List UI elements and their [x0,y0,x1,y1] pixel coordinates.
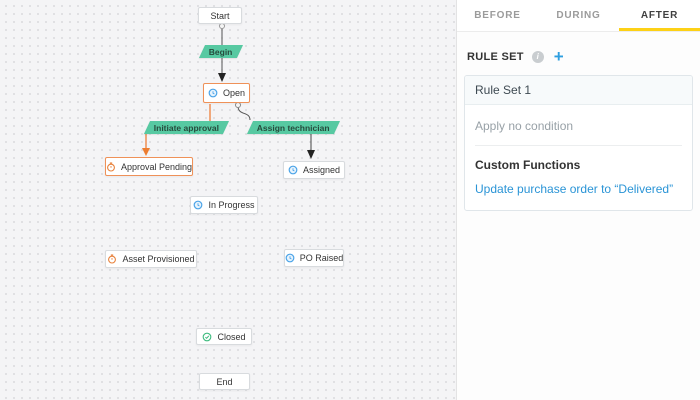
node-label: In Progress [208,200,255,210]
stopwatch-icon [107,254,117,264]
ruleset-card-title[interactable]: Rule Set 1 [465,76,692,105]
custom-function-link[interactable]: Update purchase order to “Delivered” [475,182,674,196]
trigger-tabs: BEFORE DURING AFTER [457,0,700,32]
transition-begin[interactable]: Begin [198,45,243,58]
transition-label: Assign technician [257,122,330,133]
transition-initiate-approval[interactable]: Initiate approval [143,121,230,134]
node-open[interactable]: Open [203,83,250,103]
node-label: Start [210,10,230,21]
node-start[interactable]: Start [198,7,242,24]
tab-before[interactable]: BEFORE [474,10,521,21]
node-label: Closed [217,331,246,342]
clock-icon [288,165,298,175]
clock-icon [208,88,218,98]
tab-after[interactable]: AFTER [619,0,700,31]
rules-panel: BEFORE DURING AFTER RULE SET i + Rule Se… [456,0,700,400]
node-label: Open [222,88,246,98]
ruleset-card: Rule Set 1 Apply no condition Custom Fun… [464,75,693,211]
node-in-progress[interactable]: In Progress [190,196,258,214]
check-circle-icon [202,332,212,342]
node-po-raised[interactable]: PO Raised [284,249,344,267]
node-assigned[interactable]: Assigned [283,161,345,179]
stopwatch-icon [106,161,116,172]
node-approval-pending[interactable]: Approval Pending [105,157,193,176]
condition-text: Apply no condition [475,119,574,133]
node-label: Approval Pending [120,161,193,172]
ruleset-card-body: Apply no condition Custom Functions Upda… [465,105,692,210]
ruleset-title: RULE SET [467,50,524,63]
add-ruleset-icon[interactable]: + [553,47,564,66]
info-icon[interactable]: i [531,50,544,63]
workflow-canvas[interactable]: Begin Initiate approval Assign technicia… [0,0,456,400]
tab-during[interactable]: DURING [556,10,601,21]
custom-functions-heading: Custom Functions [475,158,581,172]
transition-assign-technician[interactable]: Assign technician [246,121,340,134]
clock-icon [193,200,203,210]
card-divider [475,145,682,146]
clock-icon [285,253,295,263]
workflow-edges [142,23,315,159]
node-asset-provisioned[interactable]: Asset Provisioned [105,250,197,268]
node-end[interactable]: End [199,373,250,390]
node-closed[interactable]: Closed [196,328,252,345]
node-label: Asset Provisioned [122,254,195,264]
transition-label: Begin [209,46,233,57]
node-label: Assigned [302,165,341,175]
node-label: End [216,376,233,387]
node-label: PO Raised [299,253,344,263]
ruleset-header: RULE SET i + [467,48,690,65]
transition-label: Initiate approval [154,122,220,133]
